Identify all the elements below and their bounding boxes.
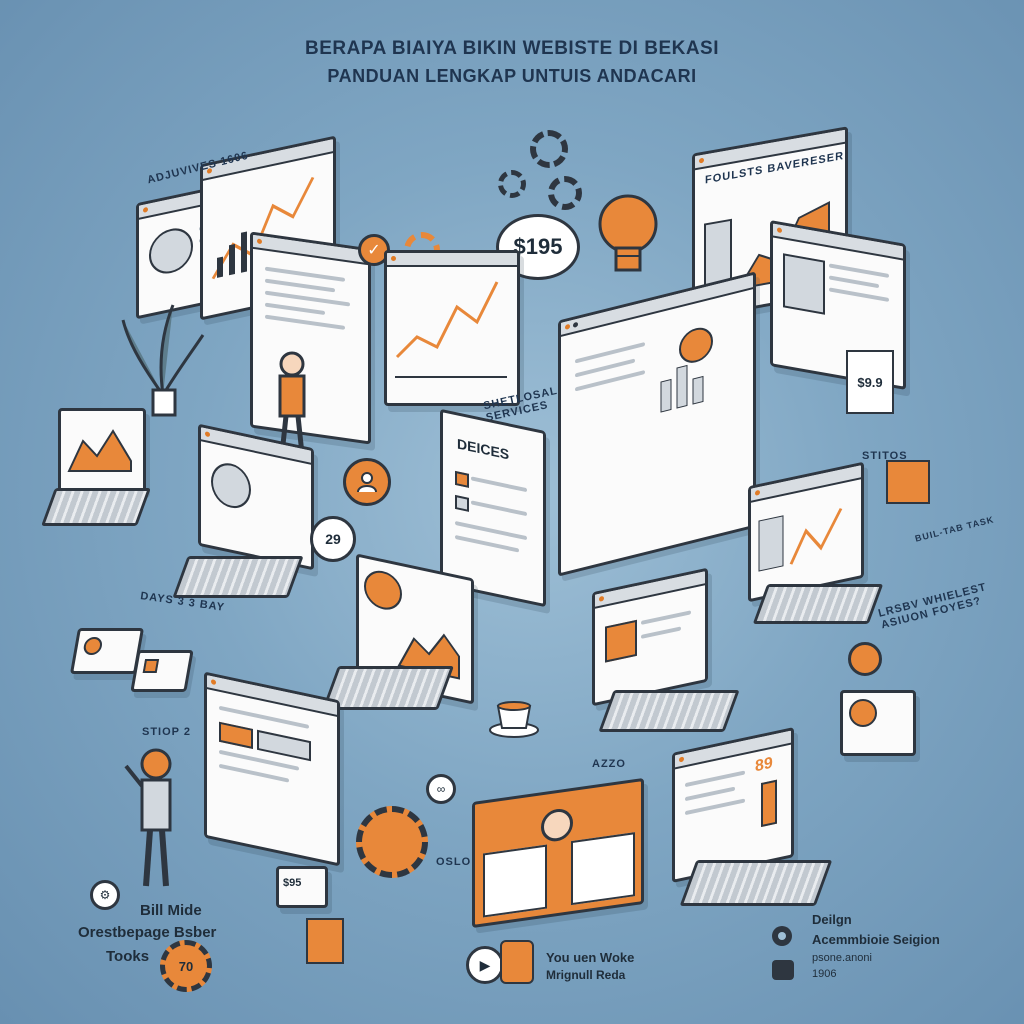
- laptop-bottom-right-keyboard: [679, 860, 833, 906]
- person-icon: [278, 351, 306, 455]
- laptop-right-mid-screen: [748, 461, 864, 603]
- price-bubble: $195: [496, 214, 580, 280]
- laptop-midright-keyboard: [598, 690, 740, 732]
- gear-icon: [548, 176, 582, 210]
- laptop-midright-screen: [592, 567, 708, 707]
- chart-icon: [758, 508, 843, 572]
- person-icon: [124, 748, 172, 887]
- coffee-cup-icon: [489, 701, 539, 738]
- bar-chart-icon: [660, 327, 713, 413]
- page-subtitle: PANDUAN LENGKAP UNTUIS ANDACARI: [327, 66, 697, 86]
- gear-icon: [498, 170, 526, 198]
- buil-tab-label: BUIL-TAB TASK: [913, 514, 996, 544]
- monitor-bottom-left: [204, 671, 340, 867]
- laptop-price-label: 89: [755, 754, 773, 776]
- gear-icon: [530, 130, 568, 168]
- box-price-label: $95: [283, 877, 302, 889]
- document-orange-icon: [500, 940, 534, 984]
- camera-icon: [772, 926, 794, 980]
- bottom-center-line2: Mrignull Reda: [546, 968, 626, 982]
- center-box: [472, 777, 644, 929]
- line-chart-icon: [395, 281, 507, 378]
- count-bubble: 29: [310, 516, 356, 562]
- plant-icon: [121, 304, 205, 417]
- settings-icon[interactable]: ⚙: [90, 880, 120, 910]
- bottom-right-line1: Deilgn: [812, 912, 852, 927]
- laptop-midleft-keyboard: [172, 556, 304, 598]
- azzo-label: AZZO: [592, 758, 626, 770]
- bottom-right-line3: psone.anoni: [812, 952, 872, 964]
- count-badge: 70: [160, 940, 212, 992]
- bottom-right-line2: Acemmbioie Seigion: [812, 932, 940, 947]
- link-icon[interactable]: ∞: [426, 774, 456, 804]
- oslo-label: OSLO: [436, 856, 472, 868]
- card-left-1: [69, 628, 145, 674]
- stitos-label: STITOS: [862, 450, 908, 462]
- laptop-midleft-screen: [198, 423, 314, 571]
- laptop-right-mid-keyboard: [752, 584, 884, 624]
- laptop-left-keyboard: [41, 488, 151, 526]
- bottom-left-line3: Tooks: [106, 948, 150, 965]
- bottom-left-line2: Orestbepage Bsber: [78, 924, 217, 941]
- laptop-center-keyboard: [321, 666, 455, 710]
- price-card: $9.9: [846, 350, 894, 414]
- bottom-left-line1: Bill Mide: [140, 902, 202, 919]
- photo-card: [840, 690, 916, 756]
- price-chat-card: $95: [276, 866, 328, 908]
- main-browser-window: [558, 271, 756, 577]
- gear-icon: [356, 806, 428, 878]
- bottom-center-line1: You uen Woke: [546, 950, 635, 965]
- page-title: BERAPA BIAIYA BIKIN WEBISTE DI BEKASI: [304, 38, 720, 59]
- box-icon: [886, 460, 930, 504]
- laptop-left-screen: [58, 408, 146, 492]
- deices-title: DEICES: [457, 435, 510, 463]
- chart-icon: [67, 429, 132, 472]
- card-left-2: [130, 650, 194, 692]
- user-icon[interactable]: [343, 458, 391, 506]
- chart-monitor-center: [384, 250, 520, 406]
- lrsbv-label: LRSBV WHIELEST ASIUON FOYES?: [877, 581, 988, 632]
- orange-badge-icon: [848, 642, 882, 676]
- folder-icon: [306, 918, 344, 964]
- chart-icon: [211, 176, 315, 280]
- play-icon[interactable]: ▶: [466, 946, 504, 984]
- person-icon: [541, 806, 573, 844]
- lightbulb-icon: [598, 194, 658, 272]
- monitor-chart-top: [200, 135, 336, 321]
- step2-label: STIOP 2: [142, 726, 191, 738]
- bottom-right-line4: 1906: [812, 968, 837, 980]
